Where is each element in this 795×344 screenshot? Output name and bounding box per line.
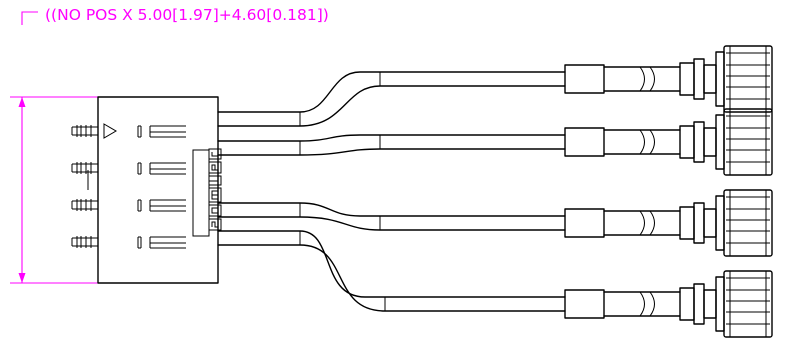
sma-connector-2	[564, 108, 773, 176]
housing-body	[97, 96, 219, 284]
pin-2	[71, 162, 98, 174]
pin-group	[71, 125, 98, 248]
cable-3	[217, 202, 566, 231]
dimension-leader	[21, 11, 38, 25]
housing-slots	[137, 125, 186, 249]
cable-1	[217, 71, 566, 127]
sma-connector-4	[564, 270, 773, 338]
pin-3	[71, 199, 98, 211]
dimension-note: ((NO POS X 5.00[1.97]+4.60[0.181])	[45, 6, 329, 24]
cable-4	[217, 230, 566, 312]
sma-connector-3	[564, 189, 773, 257]
dimension-arrow-bottom	[18, 273, 26, 283]
sma-connector-1	[564, 45, 773, 113]
pin-1	[71, 125, 98, 137]
pin-4	[71, 236, 98, 248]
dimension-arrow-top	[18, 97, 26, 107]
polarization-mark	[103, 123, 117, 139]
cable-group	[217, 71, 566, 312]
sma-connector-group	[564, 45, 773, 338]
cable-2	[217, 134, 566, 156]
samtec-logo	[192, 148, 222, 237]
connector-housing	[97, 96, 222, 284]
dimension-annotation: ((NO POS X 5.00[1.97]+4.60[0.181])	[10, 6, 329, 284]
